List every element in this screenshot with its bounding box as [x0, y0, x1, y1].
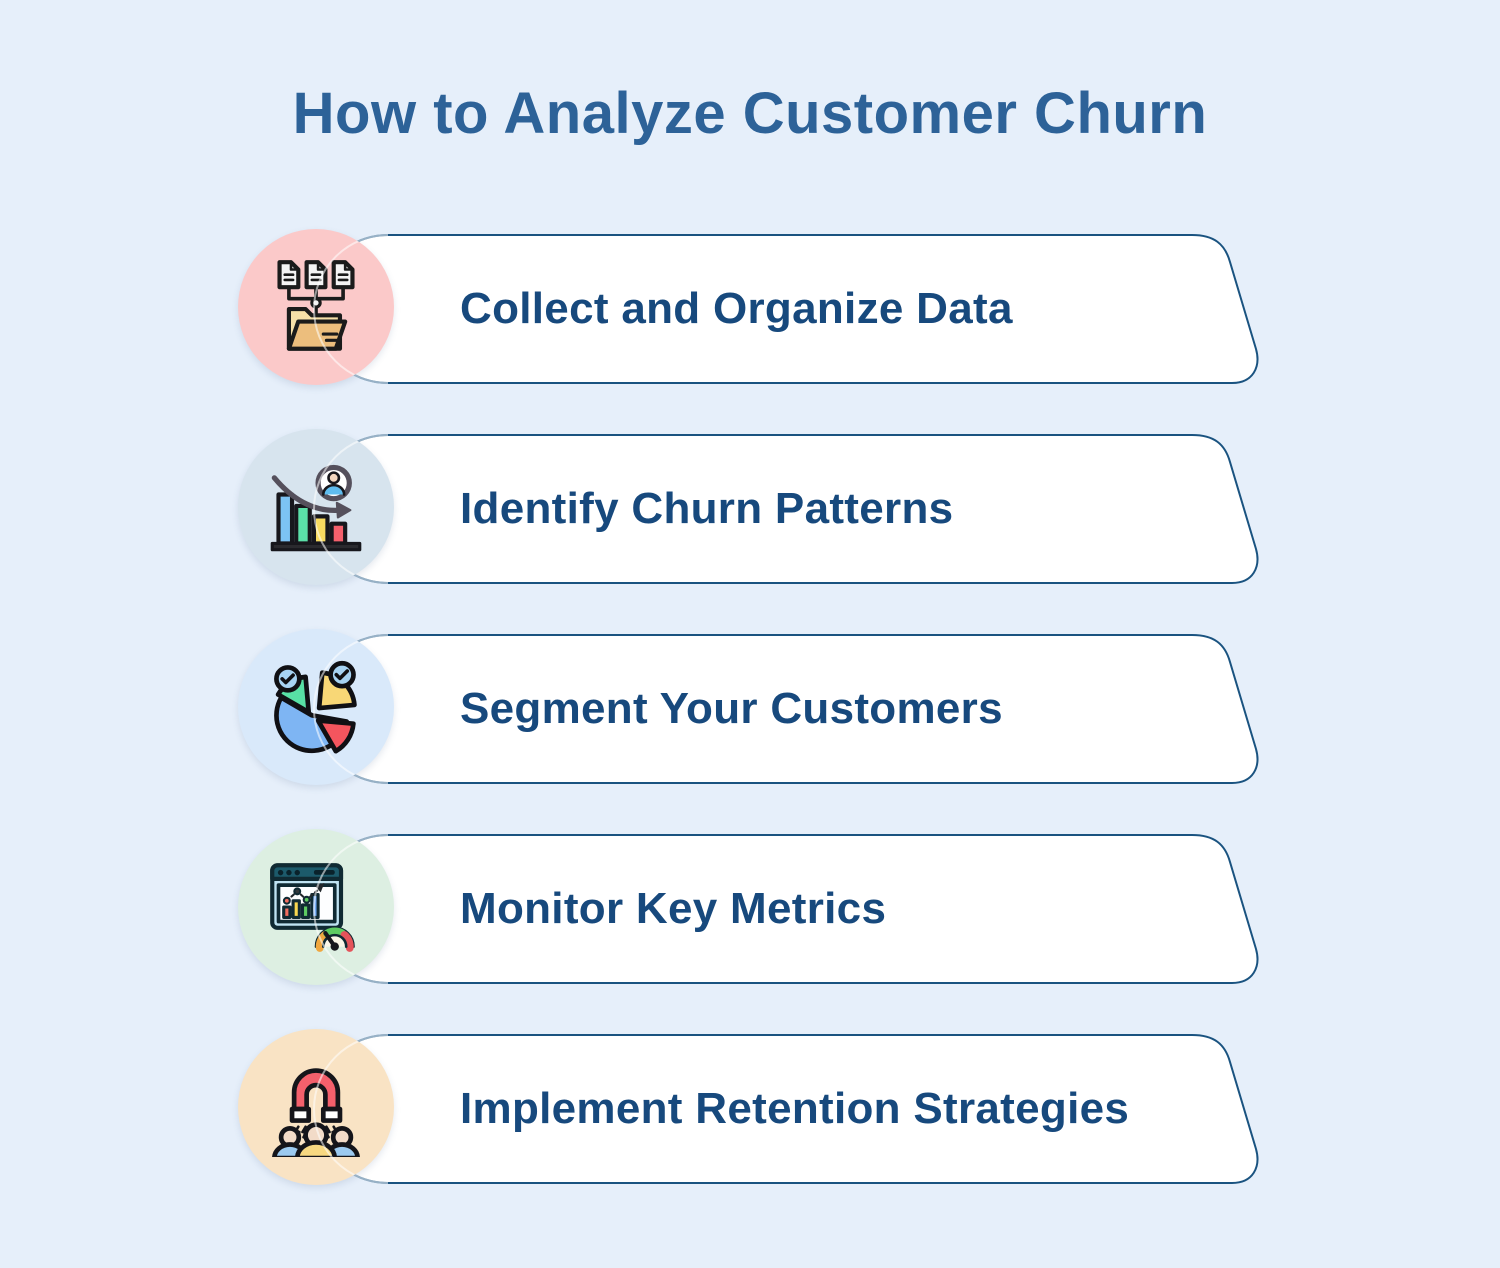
customer-segment-icon — [274, 660, 357, 754]
metrics-dashboard-icon — [270, 863, 355, 952]
step-label: Monitor Key Metrics — [460, 884, 887, 933]
step-label: Collect and Organize Data — [460, 284, 1013, 333]
step-row-collect-data: Collect and Organize Data — [238, 229, 1298, 387]
step-icon-circle — [238, 1029, 394, 1185]
churn-trend-icon — [270, 464, 362, 552]
step-icon-circle — [238, 629, 394, 785]
step-icon-circle — [238, 429, 394, 585]
data-collection-icon — [277, 260, 355, 351]
step-label: Segment Your Customers — [460, 684, 1003, 733]
step-icon-circle — [238, 829, 394, 985]
step-row-churn-patterns: Identify Churn Patterns — [238, 429, 1298, 587]
page-title: How to Analyze Customer Churn — [292, 81, 1208, 146]
step-row-monitor-metrics: Monitor Key Metrics — [238, 829, 1298, 987]
step-row-segment-customers: Segment Your Customers — [238, 629, 1298, 787]
step-label: Implement Retention Strategies — [460, 1084, 1130, 1133]
step-icon-circle — [238, 229, 394, 385]
step-label: Identify Churn Patterns — [460, 484, 954, 533]
magnet-retention-icon — [272, 1068, 360, 1157]
step-row-retention-strategies: Implement Retention Strategies — [238, 1029, 1298, 1187]
